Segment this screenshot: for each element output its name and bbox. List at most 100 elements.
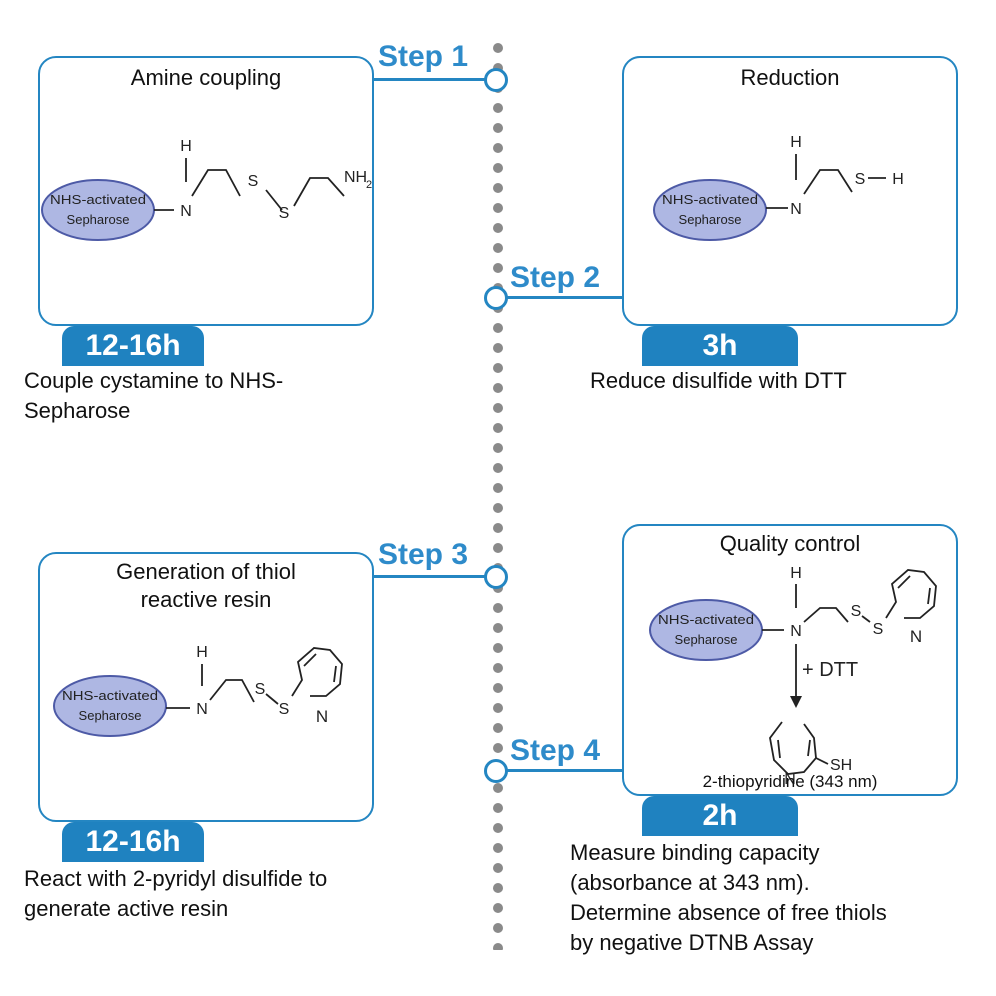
bead-label-line1: NHS-activated [658,612,754,627]
timeline-dot [493,523,503,533]
step-3-title: Generation of thiol reactive resin [40,558,372,614]
timeline-dot [493,243,503,253]
timeline-dot [493,803,503,813]
step-1-title: Amine coupling [130,65,282,90]
product-atom-n: N [784,771,796,788]
timeline-dot [493,823,503,833]
timeline-dot [493,383,503,393]
step-4-description-line-4: by negative DTNB Assay [570,930,814,955]
atom-nh2: NH [344,169,367,186]
reagent-label: + DTT [802,659,858,681]
bead-label-line2: Sepharose [675,632,738,647]
atom-n-ring: N [316,707,328,726]
timeline-dot [493,203,503,213]
timeline-dot [493,443,503,453]
step-2-title: Reduction [740,65,840,90]
atom-s-1: S [255,681,266,698]
step-1-duration-badge: 12-16h [62,326,204,366]
timeline-dot [493,703,503,713]
step-4-duration-badge: 2h [642,796,798,836]
step-3-structure: NHS-activated Sepharose H N S S N [53,644,343,737]
timeline-dot [493,943,503,950]
timeline-dot [493,543,503,553]
atom-s-2: S [279,205,290,222]
step-4-description-line-3: Determine absence of free thiols [570,900,887,925]
step-3-title-line-1: Generation of thiol [116,559,296,584]
atom-n: N [790,623,802,640]
timeline-dot [493,863,503,873]
timeline-dot [493,423,503,433]
step-2-card: Reduction NHS-activated Sepharose H N S … [622,56,958,326]
timeline-dot [493,43,503,53]
atom-n: N [196,701,208,718]
step-4-title: Quality control [719,531,861,556]
step-1-structure: NHS-activated Sepharose H N S S NH 2 [41,138,372,241]
timeline-dot [493,723,503,733]
timeline-dot [493,623,503,633]
step-4-card: Quality control NHS-activated Sepharose … [622,524,958,796]
step-1-description-line-1: Couple cystamine to NHS- [24,368,284,393]
step-2-connector [504,296,622,299]
atom-h-terminal: H [892,171,904,188]
timeline-dot [493,663,503,673]
step-4-structure: NHS-activated Sepharose H N S S N + DTT … [649,565,937,788]
step-1-label: Step 1 [378,40,469,73]
step-2-description: Reduce disulfide with DTT [590,366,847,396]
step-3-label: Step 3 [378,538,469,571]
atom-n-ring: N [910,627,922,646]
atom-s-2: S [279,701,290,718]
timeline-dot [493,883,503,893]
timeline-dot [493,923,503,933]
step-3-timeline-node [484,565,508,589]
step-2-timeline-node [484,286,508,310]
timeline-dot [493,903,503,913]
bead-label-line1: NHS-activated [662,192,758,207]
arrow-head [790,696,802,708]
timeline-dot [493,603,503,613]
timeline-dot [493,483,503,493]
bead-label-line2: Sepharose [79,708,142,723]
atom-nh2-subscript: 2 [366,179,372,191]
bead [53,675,167,737]
step-1-description: Couple cystamine to NHS- Sepharose [24,366,283,426]
step-2-duration-badge: 3h [642,326,798,366]
step-4-product-caption: 2-thiopyridine (343 nm) [702,772,878,791]
bead-label-line1: NHS-activated [62,688,158,703]
step-3-title-line-2: reactive resin [140,587,272,612]
atom-n: N [790,201,802,218]
step-2-label: Step 2 [510,261,601,294]
atom-s: S [855,171,866,188]
step-1-card: Amine coupling NHS-activated Sepharose H… [38,56,374,326]
timeline-dot [493,103,503,113]
timeline-dotted-line [493,43,503,950]
bead [653,179,767,241]
timeline-dot [493,783,503,793]
bead-label-line2: Sepharose [679,212,742,227]
timeline-dot [493,843,503,853]
timeline-dot [493,403,503,413]
timeline-dot [493,503,503,513]
bead-label-line2: Sepharose [67,212,130,227]
bead [41,179,155,241]
bead [649,599,763,661]
atom-h: H [790,565,802,582]
atom-s-2: S [873,621,884,638]
timeline-dot [493,343,503,353]
step-3-description-line-2: generate active resin [24,896,229,921]
atom-n: N [180,203,192,220]
atom-h: H [180,138,192,155]
step-4-description-line-1: Measure binding capacity [570,840,820,865]
timeline-dot [493,363,503,373]
bead-label-line1: NHS-activated [50,192,146,207]
timeline-dot [493,123,503,133]
step-3-description: React with 2-pyridyl disulfide to genera… [24,864,327,924]
step-4-description-line-2: (absorbance at 343 nm). [570,870,810,895]
step-3-connector [374,575,486,578]
step-4-description: Measure binding capacity (absorbance at … [570,838,887,958]
timeline-dot [493,143,503,153]
timeline-dot [493,163,503,173]
step-3-description-line-1: React with 2-pyridyl disulfide to [24,866,328,891]
timeline-dot [493,263,503,273]
step-2-structure: NHS-activated Sepharose H N S H [653,134,904,241]
timeline-dot [493,183,503,193]
